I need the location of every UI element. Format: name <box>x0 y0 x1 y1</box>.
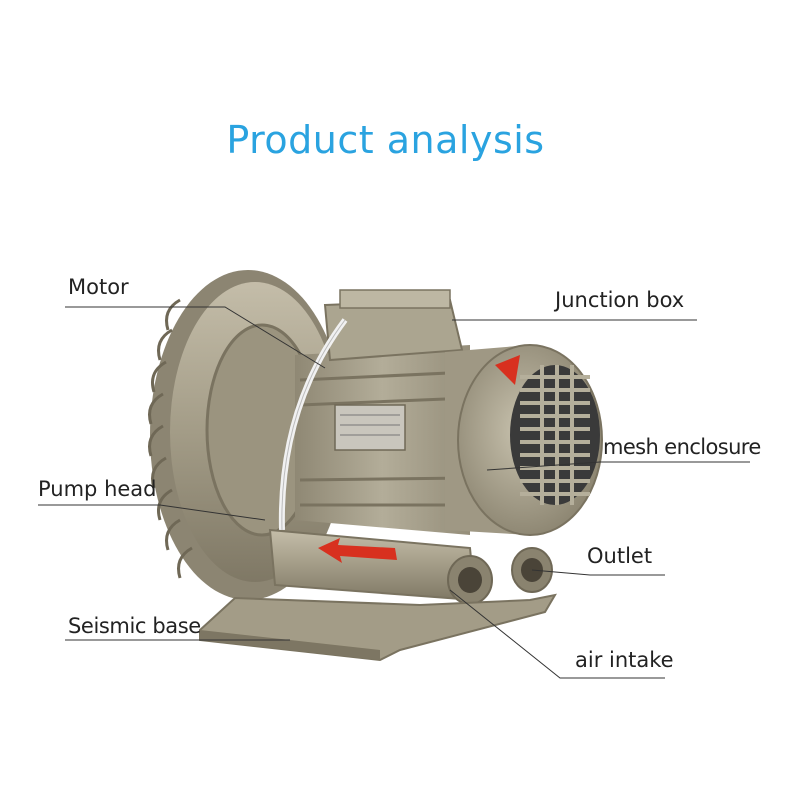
callout-outlet: Outlet <box>587 544 653 568</box>
manifold-graphic <box>268 528 477 602</box>
mesh-enclosure-graphic <box>445 344 603 536</box>
page-title: Product analysis <box>226 118 545 162</box>
callout-junction-box: Junction box <box>555 288 685 312</box>
leader-outlet <box>531 569 665 576</box>
callout-mesh-enclosure: mesh enclosure <box>603 435 761 459</box>
leader-mesh-enclosure <box>486 461 750 471</box>
callout-pump-head: Pump head <box>38 477 157 501</box>
leader-air-intake <box>449 589 665 679</box>
junction-box-graphic <box>323 289 464 362</box>
callout-air-intake: air intake <box>575 648 674 672</box>
motor-graphic <box>295 345 471 535</box>
callout-seismic-base: Seismic base <box>68 614 201 638</box>
leader-lines <box>38 306 750 679</box>
callout-motor: Motor <box>68 275 129 299</box>
leader-pump-head <box>38 504 266 521</box>
seismic-base-graphic <box>199 593 557 662</box>
leader-motor <box>65 306 326 369</box>
air-intake-port-graphic <box>447 555 493 605</box>
